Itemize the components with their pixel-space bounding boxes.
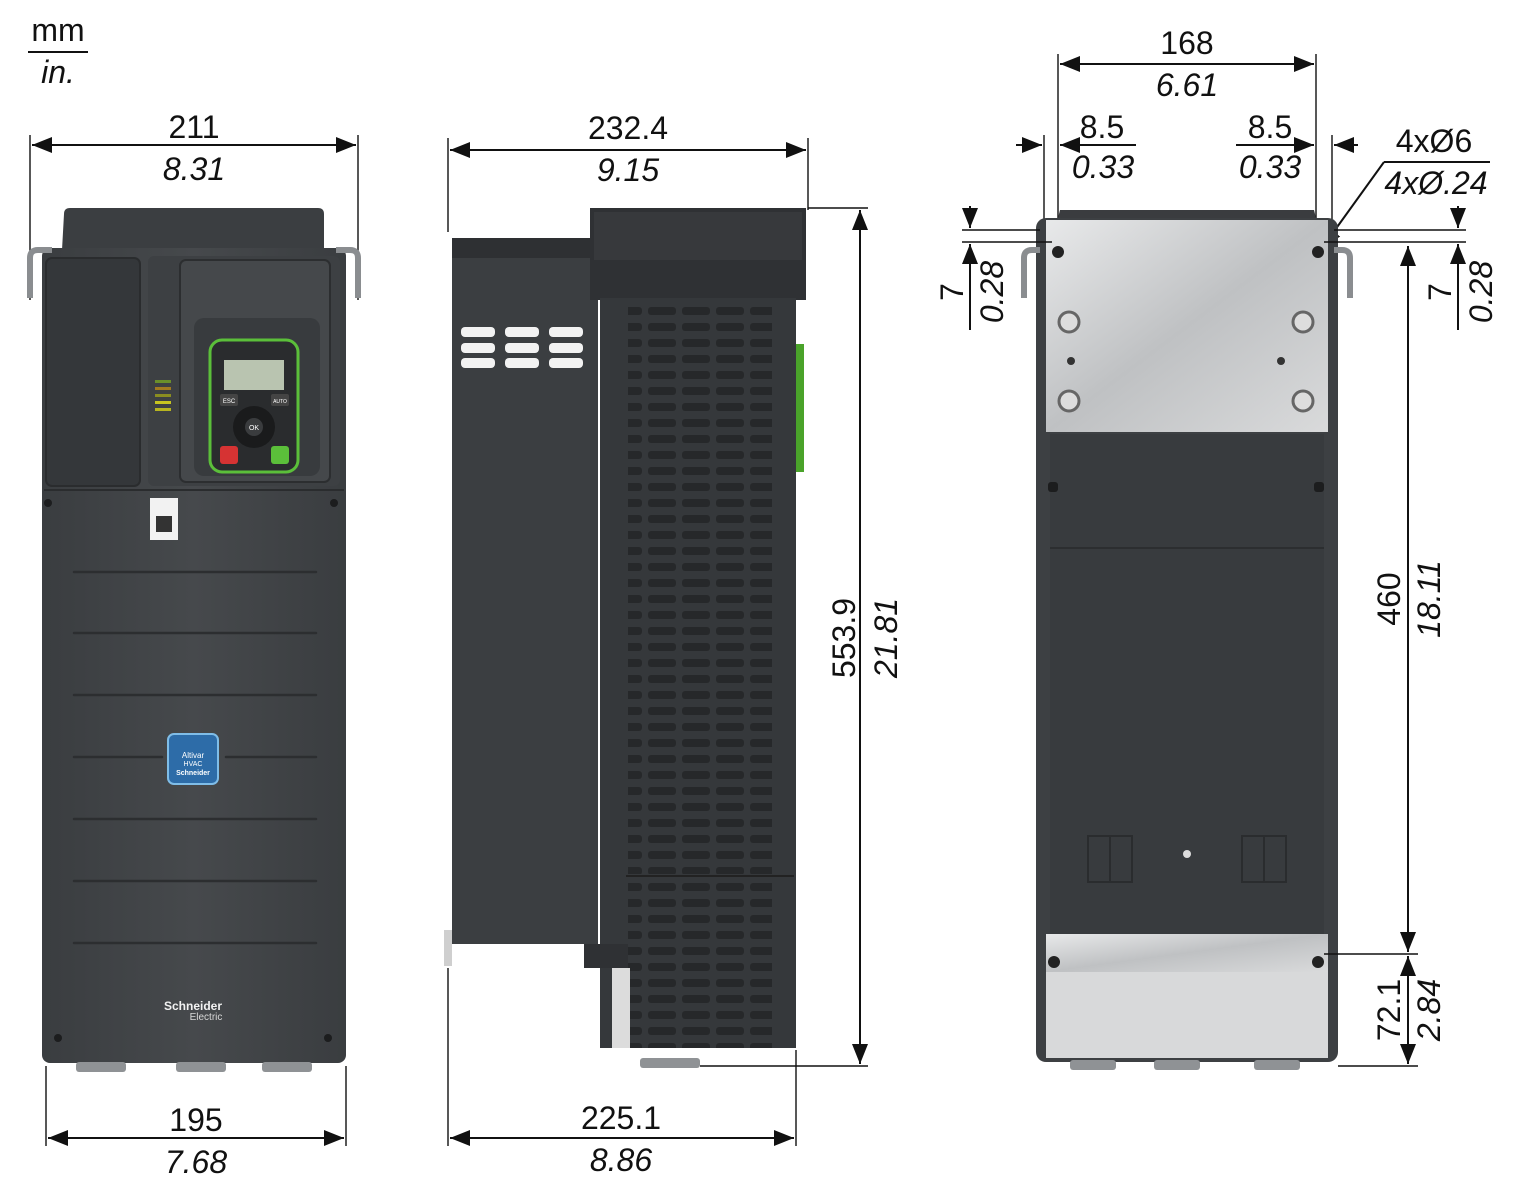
rear-view: 168 6.61 8.5 0.33 8.5 0.33 4xØ6 4xØ.24 (934, 25, 1499, 1070)
unit-mm: mm (31, 12, 84, 48)
front-top-width-in: 8.31 (163, 151, 225, 187)
rear-hole-spacing-mm: 168 (1160, 25, 1213, 61)
unit-in: in. (41, 54, 75, 90)
rear-right-offset-in: 0.33 (1239, 149, 1301, 185)
rear-bottom-section-in: 2.84 (1411, 979, 1447, 1042)
svg-text:Altivar: Altivar (182, 751, 205, 760)
side-bottom-depth-mm: 225.1 (581, 1100, 661, 1136)
svg-text:Schneider: Schneider (176, 770, 210, 777)
auto-label: AUTO (273, 399, 287, 405)
rear-left-offset-mm: 8.5 (1080, 109, 1124, 145)
units-legend: mm in. (28, 12, 88, 90)
rear-right-top-offset-in: 0.28 (1463, 261, 1499, 323)
front-view: 211 8.31 ESC AUTO OK (27, 109, 361, 1180)
altivar-badge: Altivar HVAC Schneider (167, 733, 219, 785)
rear-right-offset-mm: 8.5 (1248, 109, 1292, 145)
rear-left-top-offset-mm: 7 (934, 283, 970, 301)
brand-sub: Electric (190, 1012, 223, 1023)
side-height-in: 21.81 (868, 598, 904, 679)
rear-hole-height-mm: 460 (1371, 572, 1407, 625)
side-top-depth-in: 9.15 (597, 152, 659, 188)
front-grooves (72, 570, 318, 945)
brand-logo: Schneider (164, 999, 222, 1013)
front-bottom-width-in: 7.68 (165, 1144, 227, 1180)
side-view: 232.4 9.15 (444, 110, 904, 1178)
side-height-mm: 553.9 (826, 598, 862, 678)
plate-bolts (1057, 310, 1315, 413)
rear-hole-height-in: 18.11 (1411, 560, 1447, 638)
rear-left-offset-in: 0.33 (1072, 149, 1134, 185)
rear-holes-in: 4xØ.24 (1384, 165, 1487, 201)
front-top-width-mm: 211 (168, 109, 219, 145)
keypad: ESC AUTO OK (208, 338, 300, 474)
rear-holes-mm: 4xØ6 (1396, 123, 1472, 159)
esc-label: ESC (223, 399, 236, 405)
rear-bottom-section-mm: 72.1 (1371, 979, 1407, 1041)
ok-label: OK (249, 425, 259, 432)
side-top-depth-mm: 232.4 (588, 110, 668, 146)
svg-text:HVAC: HVAC (184, 761, 203, 768)
side-bottom-depth-in: 8.86 (590, 1142, 652, 1178)
front-bottom-width-mm: 195 (169, 1102, 222, 1138)
rear-right-top-offset-mm: 7 (1422, 283, 1458, 301)
rear-hole-spacing-in: 6.61 (1156, 67, 1218, 103)
status-leds (155, 380, 171, 411)
rear-left-top-offset-in: 0.28 (974, 261, 1010, 323)
